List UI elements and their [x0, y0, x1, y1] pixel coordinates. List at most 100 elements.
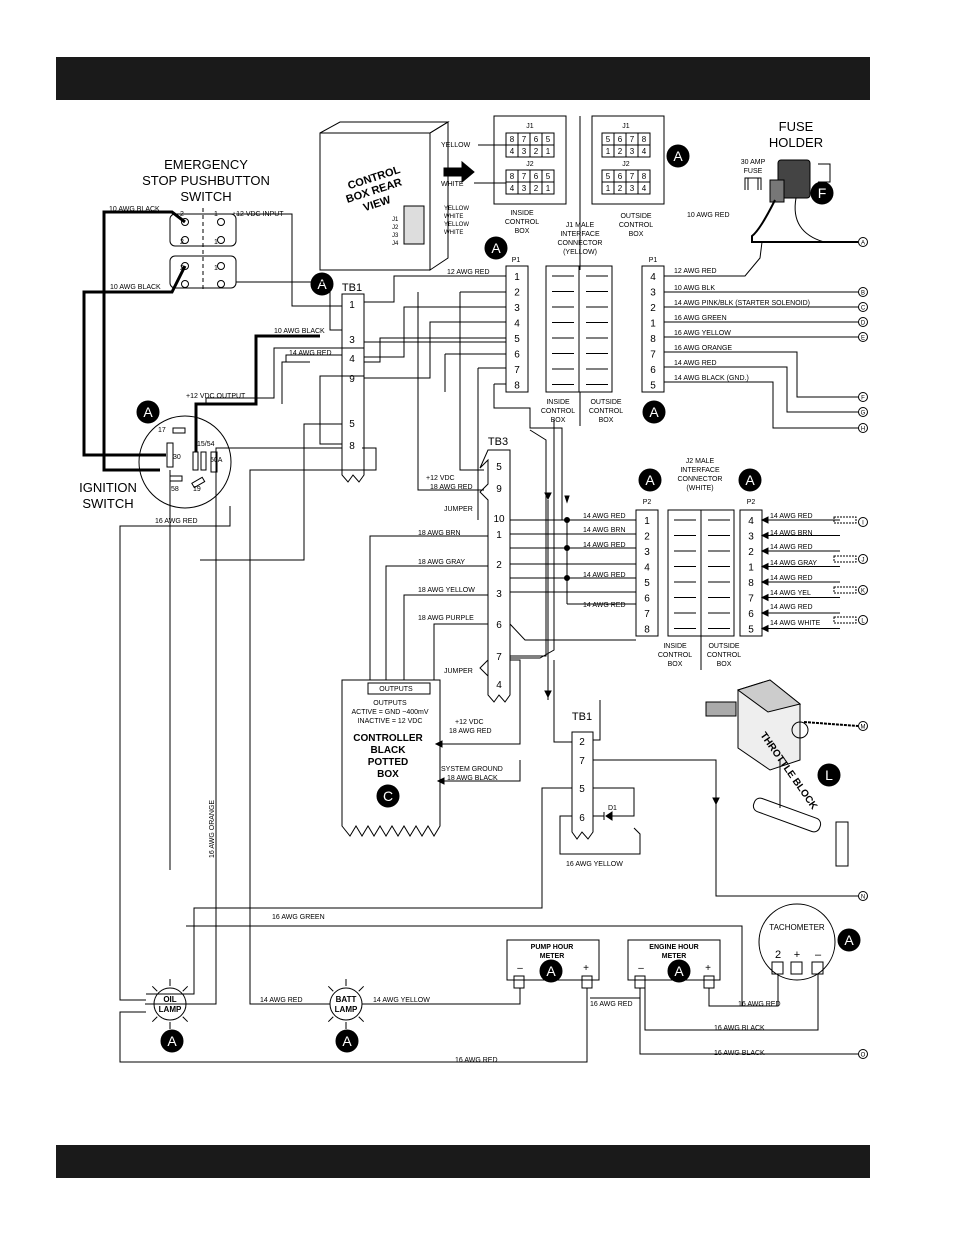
estop-title-line2: STOP PUSHBUTTON [142, 173, 270, 188]
footer-bar [56, 1145, 870, 1178]
p1-outside-pin: 4 [650, 272, 656, 283]
wire-label: 16 AWG GREEN [674, 315, 727, 322]
end-terminal [858, 423, 868, 433]
callout-f: F [818, 185, 827, 201]
j1-male-l4: (YELLOW) [563, 249, 597, 256]
wire-label: 14 AWG GRAY [770, 560, 817, 567]
stub-label: J2 [392, 225, 399, 231]
p2-outside-pin: 3 [748, 532, 754, 543]
oil-lamp-l2: LAMP [159, 1005, 182, 1014]
controller-l2: BLACK [371, 745, 407, 756]
tb1-pin: 4 [349, 354, 355, 365]
wire-label: 16 AWG BLACK [714, 1050, 765, 1057]
lamp-ray [182, 985, 189, 992]
pump-meter-l1: PUMP HOUR [531, 944, 574, 951]
tb1-pin: 5 [349, 419, 355, 430]
p1-inside-pin: 2 [514, 288, 520, 299]
outside-j2-pin: 7 [630, 172, 635, 181]
end-terminal-label: C [861, 306, 866, 312]
inside-j2-pin: 2 [534, 184, 539, 193]
inside-j1-pin: 7 [522, 135, 527, 144]
p2-right-wires: 14 AWG RED 14 AWG BRN 14 AWG RED 14 AWG … [760, 513, 857, 633]
callout-a: A [674, 963, 684, 979]
estop-switch-title: EMERGENCY STOP PUSHBUTTON SWITCH [142, 157, 270, 204]
controller-l3: POTTED [368, 757, 409, 768]
wire-label: 14 AWG BLACK (GND.) [674, 375, 749, 382]
ign-title-line1: IGNITION [79, 480, 137, 495]
tb1-upper: TB1 1 3 4 9 5 8 [341, 282, 365, 483]
stub-label: J4 [392, 241, 399, 247]
ign-pin: 19 [193, 486, 201, 493]
oil-lamp-l1: OIL [163, 995, 176, 1004]
estop-title-line1: EMERGENCY [164, 157, 248, 172]
p2-outside-l1: OUTSIDE [708, 643, 739, 650]
tb3-wiring [369, 420, 636, 785]
stub-color: YELLOW [444, 206, 469, 212]
end-terminal [858, 615, 868, 625]
wire-label: 16 AWG BLACK [714, 1025, 765, 1032]
fuse-holder-line2: HOLDER [769, 135, 823, 150]
outside-box-l1: OUTSIDE [620, 213, 651, 220]
end-terminal [858, 237, 868, 247]
end-terminal-label: F [861, 396, 865, 402]
end-terminal [858, 891, 868, 901]
j2-label-outside: J2 [622, 161, 630, 168]
p2-left-labels: 14 AWG RED 14 AWG BRN 14 AWG RED 14 AWG … [583, 513, 626, 609]
wire-label: 16 AWG RED [155, 518, 198, 525]
p1-inside-pin: 1 [514, 272, 520, 283]
estop-switch: 2 1 2 1 2 1 [169, 208, 237, 292]
wire-label: 14 AWG RED [583, 572, 626, 579]
callout-circle [539, 959, 563, 983]
wire-label: 14 AWG RED [583, 602, 626, 609]
p2-inside-pin: 1 [644, 516, 650, 527]
wire-label: 14 AWG RED [289, 350, 332, 357]
outside-j2-pin: 4 [642, 184, 647, 193]
wire-label: 10 AWG BLACK [110, 284, 161, 291]
wire-label: 14 AWG RED [674, 360, 717, 367]
j1-male-l2: INTERFACE [560, 231, 600, 238]
wire-label: 14 AWG RED [583, 542, 626, 549]
end-terminal-label: L [861, 619, 865, 625]
p1-outside-l3: BOX [599, 417, 614, 424]
j2-male-l2: INTERFACE [680, 467, 720, 474]
callout-l: L [825, 767, 833, 783]
wire-label: 14 AWG RED [260, 997, 303, 1004]
p1-inside-pin: 3 [514, 303, 520, 314]
p1-label-outside: P1 [649, 257, 658, 264]
callout-a: A [491, 240, 501, 256]
outside-j2-pin: 6 [618, 172, 623, 181]
end-terminal [858, 317, 868, 327]
fuse-30-amp: 30 AMP [741, 159, 766, 166]
tb3-pin: 4 [496, 680, 502, 691]
tb3-pin: 2 [496, 560, 502, 571]
estop-pin: 1 [214, 211, 218, 218]
j1-male-l1: J1 MALE [566, 222, 595, 229]
wire-label: 14 AWG RED [770, 604, 813, 611]
d1-label: D1 [608, 805, 617, 812]
p1-outside-pin: 3 [650, 288, 656, 299]
wire-arrow [760, 562, 769, 571]
p2-inside-l2: CONTROL [658, 652, 692, 659]
end-terminal [858, 554, 868, 564]
end-terminal-label: K [861, 589, 865, 595]
p2-outside-l2: CONTROL [707, 652, 741, 659]
p1-inside-l3: BOX [551, 417, 566, 424]
stub-label: J3 [392, 233, 399, 239]
ign-title-line2: SWITCH [82, 496, 133, 511]
callout-a: A [649, 404, 659, 420]
outside-j2-pin: 5 [606, 172, 611, 181]
tb1-pin: 9 [349, 374, 355, 385]
j2-male-l1: J2 MALE [686, 458, 715, 465]
tb1-lower-pin: 6 [579, 813, 585, 824]
stub-color: WHITE [444, 214, 463, 220]
lamp-ray [358, 1016, 365, 1023]
inside-j1-pin: 5 [546, 135, 551, 144]
inside-j2-pin: 4 [510, 184, 515, 193]
inside-j1-pin: 2 [534, 147, 539, 156]
callout-a: A [317, 276, 327, 292]
p1-inside-pin: 4 [514, 319, 520, 330]
ign-pin: 30 [173, 454, 181, 461]
